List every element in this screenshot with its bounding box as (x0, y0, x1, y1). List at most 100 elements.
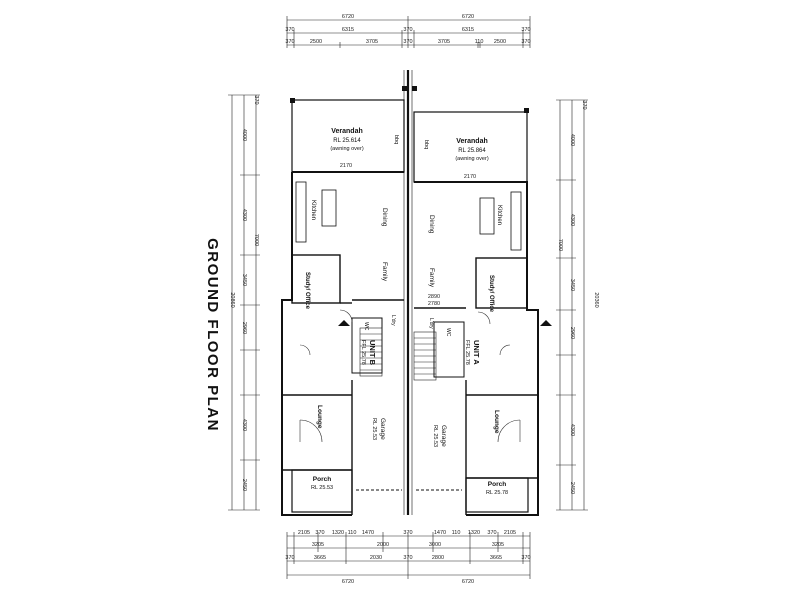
svg-text:20860: 20860 (229, 292, 235, 307)
svg-text:3450: 3450 (241, 274, 247, 286)
left-dimension-lines (228, 94, 260, 511)
unit-b-study: Study/ Office (304, 272, 310, 310)
svg-text:2105: 2105 (504, 530, 516, 536)
svg-text:370: 370 (285, 27, 294, 33)
unit-a-lounge: Lounge (493, 410, 500, 434)
left-dimension-text: 4000 4300 3450 2960 4300 2450 20860 7000… (229, 95, 259, 491)
top-dimension-text: 6720 6720 370 6315 370 6315 370 370 2500… (285, 14, 530, 45)
unit-a-kitchen: Kitchen (496, 205, 502, 225)
svg-text:370: 370 (285, 39, 294, 45)
svg-text:110: 110 (475, 39, 484, 45)
interior-walls (282, 181, 538, 515)
svg-text:2960: 2960 (569, 327, 575, 339)
unit-b-verandah-note: (awning over) (330, 146, 363, 152)
plan-title: GROUND FLOOR PLAN (204, 238, 221, 432)
svg-text:3705: 3705 (366, 39, 378, 45)
svg-text:370: 370 (403, 39, 412, 45)
unit-a-bbq: bbq (423, 140, 429, 149)
svg-text:370: 370 (521, 27, 530, 33)
door-swings (299, 309, 521, 443)
svg-text:2780: 2780 (428, 301, 440, 307)
svg-text:2800: 2800 (432, 555, 444, 561)
bottom-dimension-text: 2105 370 1320 110 1470 370 1470 110 1320… (285, 530, 530, 585)
svg-text:4000: 4000 (569, 134, 575, 146)
svg-text:4300: 4300 (569, 214, 575, 226)
unit-a-unit-label: UNIT A (472, 340, 481, 365)
svg-text:2450: 2450 (241, 479, 247, 491)
svg-text:2500: 2500 (494, 39, 506, 45)
unit-a-ldry: L'dry (428, 318, 434, 329)
unit-a-dining: Dining (428, 215, 435, 234)
unit-b-porch: Porch (313, 476, 331, 483)
exterior-walls (281, 70, 539, 516)
svg-text:110: 110 (348, 530, 357, 536)
svg-text:370: 370 (487, 530, 496, 536)
svg-text:1470: 1470 (362, 530, 374, 536)
survey-markers (290, 86, 552, 326)
unit-a-verandah-rl: RL 25.864 (458, 148, 486, 154)
svg-text:4300: 4300 (241, 419, 247, 431)
svg-text:7000: 7000 (557, 239, 563, 251)
svg-text:2170: 2170 (464, 174, 476, 180)
unit-b-ffl: FFL 25.78 (360, 340, 366, 365)
svg-text:370: 370 (315, 530, 324, 536)
svg-text:3205: 3205 (312, 542, 324, 548)
unit-a-garage-rl: RL 25.53 (432, 425, 438, 447)
top-dimension-lines (286, 16, 531, 48)
svg-text:7000: 7000 (253, 234, 259, 246)
svg-text:370: 370 (403, 530, 412, 536)
svg-text:2960: 2960 (241, 322, 247, 334)
unit-b-lounge: Lounge (316, 405, 323, 429)
svg-text:2030: 2030 (370, 555, 382, 561)
svg-text:370: 370 (253, 95, 259, 104)
svg-text:3000: 3000 (429, 542, 441, 548)
stairs-unit-b (359, 327, 383, 377)
svg-text:110: 110 (452, 530, 461, 536)
unit-b-porch-rl: RL 25.53 (311, 485, 333, 491)
svg-text:2170: 2170 (340, 163, 352, 169)
svg-text:6315: 6315 (462, 27, 474, 33)
right-dimension-lines (556, 99, 588, 511)
unit-a-verandah-note: (awning over) (455, 156, 488, 162)
svg-text:2000: 2000 (377, 542, 389, 548)
unit-a-garage: Garage (440, 425, 447, 447)
unit-a-family: Family (428, 268, 435, 288)
unit-a-wc: WC (445, 328, 451, 337)
unit-b-garage-rl: RL 25.53 (371, 418, 377, 440)
svg-text:4000: 4000 (241, 129, 247, 141)
svg-text:370: 370 (521, 39, 530, 45)
svg-text:3205: 3205 (492, 542, 504, 548)
unit-a-porch: Porch (488, 481, 506, 488)
svg-text:3665: 3665 (490, 555, 502, 561)
svg-text:370: 370 (285, 555, 294, 561)
unit-b-labels: Verandah RL 25.614 (awning over) bbq Kit… (304, 128, 399, 491)
svg-text:1470: 1470 (434, 530, 446, 536)
unit-a-porch-rl: RL 25.78 (486, 490, 508, 496)
right-dimension-text: 4000 4300 3450 2960 4300 2450 20360 7000… (557, 100, 599, 494)
unit-a-labels: Verandah RL 25.864 (awning over) bbq Kit… (423, 138, 508, 496)
unit-b-dining: Dining (381, 208, 388, 227)
unit-b-ldry: L'dry (390, 315, 396, 326)
unit-b-unit-label: UNIT B (368, 340, 377, 366)
svg-text:370: 370 (403, 555, 412, 561)
svg-text:3450: 3450 (569, 279, 575, 291)
svg-text:3705: 3705 (438, 39, 450, 45)
svg-text:6720: 6720 (342, 14, 354, 20)
svg-text:1320: 1320 (468, 530, 480, 536)
svg-text:2890: 2890 (428, 294, 440, 300)
svg-text:2105: 2105 (298, 530, 310, 536)
svg-text:4300: 4300 (569, 424, 575, 436)
porch-outlines (291, 469, 529, 513)
svg-text:20360: 20360 (593, 292, 599, 307)
unit-a-ffl: FFL 25.78 (464, 340, 470, 365)
svg-text:3665: 3665 (314, 555, 326, 561)
unit-b-kitchen: Kitchen (310, 200, 316, 220)
unit-b-garage: Garage (379, 418, 386, 440)
bottom-dimension-lines (286, 532, 531, 579)
svg-text:6315: 6315 (342, 27, 354, 33)
unit-a-verandah: Verandah (456, 138, 488, 145)
svg-text:6720: 6720 (462, 579, 474, 585)
unit-b-bbq: bbq (393, 135, 399, 144)
